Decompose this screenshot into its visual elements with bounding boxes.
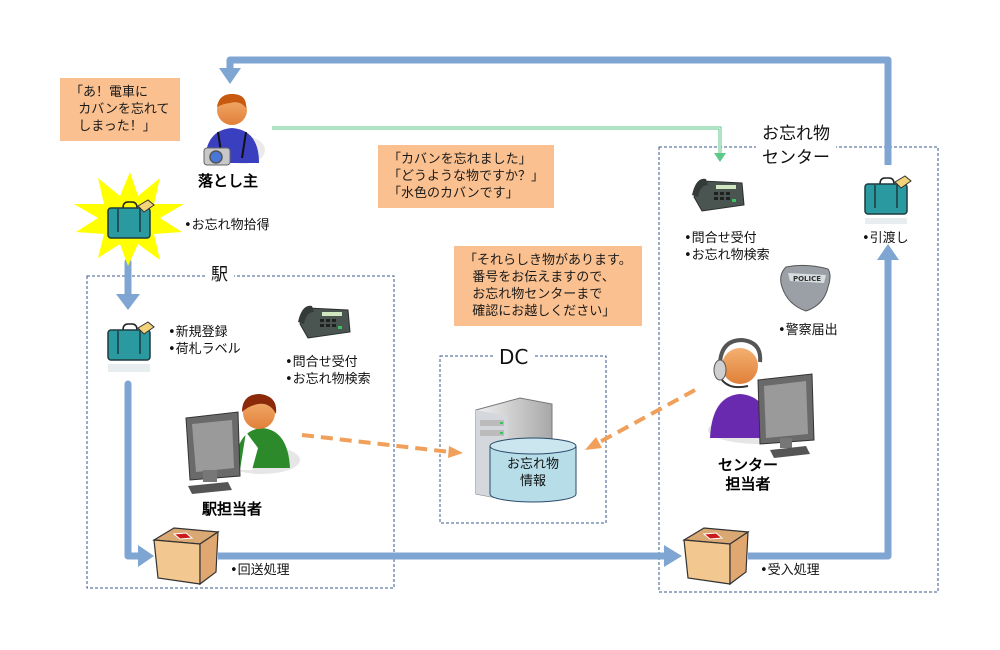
center-reply-bubble: 「それらしき物があります。 番号をお伝えますので、 お忘れ物センターまで 確認に… — [454, 246, 642, 326]
owner-label: 落とし主 — [198, 172, 259, 190]
step-register: •新規登録 •荷札ラベル — [168, 325, 241, 357]
step-receive: •受入処理 — [760, 563, 820, 578]
owner-person-icon — [203, 93, 265, 166]
bag-icon-found — [107, 199, 155, 239]
box-icon-receive — [682, 527, 750, 586]
call-arrow-owner-to-center — [272, 126, 726, 162]
flow-arrow-found-to-register — [116, 258, 140, 310]
phone-icon-station — [298, 305, 351, 339]
station-staff-label: 駅担当者 — [202, 500, 263, 518]
station-staff-icon — [185, 394, 300, 494]
center-region-title: お忘れ物 センター — [756, 122, 836, 170]
database-cylinder-icon — [489, 437, 577, 503]
flow-arrow-receive-to-handover — [748, 244, 899, 560]
flow-arrow-handover-to-owner — [219, 56, 892, 165]
flow-arrow-ship-to-receive — [218, 545, 682, 567]
flow-arrow-register-to-ship — [124, 380, 154, 567]
police-badge-text: POLICE — [793, 275, 821, 283]
center-staff-label: センター 担当者 — [718, 456, 779, 493]
call-quote-bubble: 「カバンを忘れました」 「どうような物ですか？」 「水色のカバンです」 — [378, 145, 555, 208]
step-center-phone: •問合せ受付 •お忘れ物検索 — [684, 231, 770, 263]
station-region — [86, 275, 395, 589]
step-police: •警察届出 — [778, 323, 838, 338]
police-badge-icon: POLICE — [780, 264, 831, 312]
data-arrow-station-to-dc — [301, 433, 463, 458]
center-staff-icon — [708, 337, 815, 458]
phone-icon-center — [692, 178, 745, 212]
step-station-phone: •問合せ受付 •お忘れ物検索 — [285, 355, 371, 387]
data-arrow-center-to-dc — [585, 388, 696, 450]
owner-quote-bubble: 「あ！電車に カバンを忘れて しまった！」 — [60, 78, 180, 141]
station-region-title: 駅 — [205, 264, 234, 286]
center-region — [658, 146, 939, 593]
dc-region-title: DC — [493, 346, 535, 368]
database-label: お忘れ物 情報 — [506, 457, 559, 489]
step-return-ship: •回送処理 — [230, 563, 290, 578]
bag-icon-handover — [864, 175, 912, 224]
step-found: •お忘れ物拾得 — [184, 218, 270, 233]
bag-icon-register — [107, 321, 155, 372]
box-icon-ship — [152, 527, 220, 586]
step-handover: •引渡し — [862, 231, 909, 246]
